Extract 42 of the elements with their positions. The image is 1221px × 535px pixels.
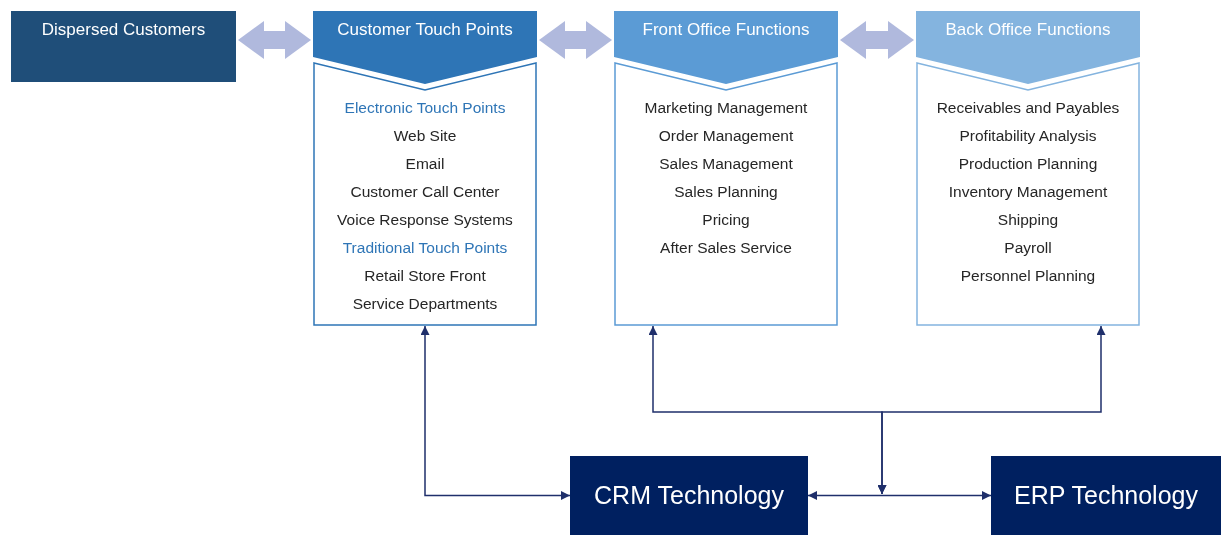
list-item: Shipping [996, 210, 1060, 230]
list-item: Voice Response Systems [336, 210, 514, 230]
node-label: Back Office Functions [944, 20, 1112, 40]
list-item: Personnel Planning [959, 266, 1097, 286]
list-panel [916, 62, 1140, 326]
node-label: Front Office Functions [641, 20, 811, 40]
list-item: Order Management [657, 126, 795, 146]
process-box [570, 456, 808, 535]
node-label: Dispersed Customers [41, 20, 206, 40]
list-item: Email [404, 154, 446, 174]
list-item: Retail Store Front [363, 266, 487, 286]
node-label: CRM Technology [594, 481, 784, 510]
list-item: Inventory Management [947, 182, 1109, 202]
list-panel [313, 62, 537, 326]
chevron-header [313, 11, 537, 84]
list-item: Pricing [701, 210, 751, 230]
process-box [991, 456, 1221, 535]
list-item: Profitability Analysis [958, 126, 1098, 146]
block-arrow [238, 21, 311, 59]
subheading: Electronic Touch Points [343, 98, 507, 118]
list-item: Customer Call Center [349, 182, 501, 202]
block-box [11, 11, 236, 82]
node-label: ERP Technology [1014, 481, 1198, 510]
list-item: Receivables and Payables [935, 98, 1121, 118]
list-item: Web Site [392, 126, 458, 146]
block-arrow [840, 21, 914, 59]
list-item: Service Departments [351, 294, 499, 314]
connector-arrow [807, 491, 992, 500]
list-item: After Sales Service [659, 238, 793, 258]
list-panel [614, 62, 838, 326]
block-arrow [539, 21, 612, 59]
list-item: Payroll [1003, 238, 1053, 258]
subheading: Traditional Touch Points [341, 238, 509, 258]
list-item: Sales Management [658, 154, 794, 174]
connector-arrow [877, 325, 1106, 495]
chevron-header [916, 11, 1140, 84]
list-item: Sales Planning [673, 182, 779, 202]
chevron-header [614, 11, 838, 84]
node-label: Customer Touch Points [336, 20, 514, 40]
list-item: Production Planning [957, 154, 1099, 174]
list-item: Marketing Management [643, 98, 809, 118]
connector-arrow [420, 325, 571, 500]
